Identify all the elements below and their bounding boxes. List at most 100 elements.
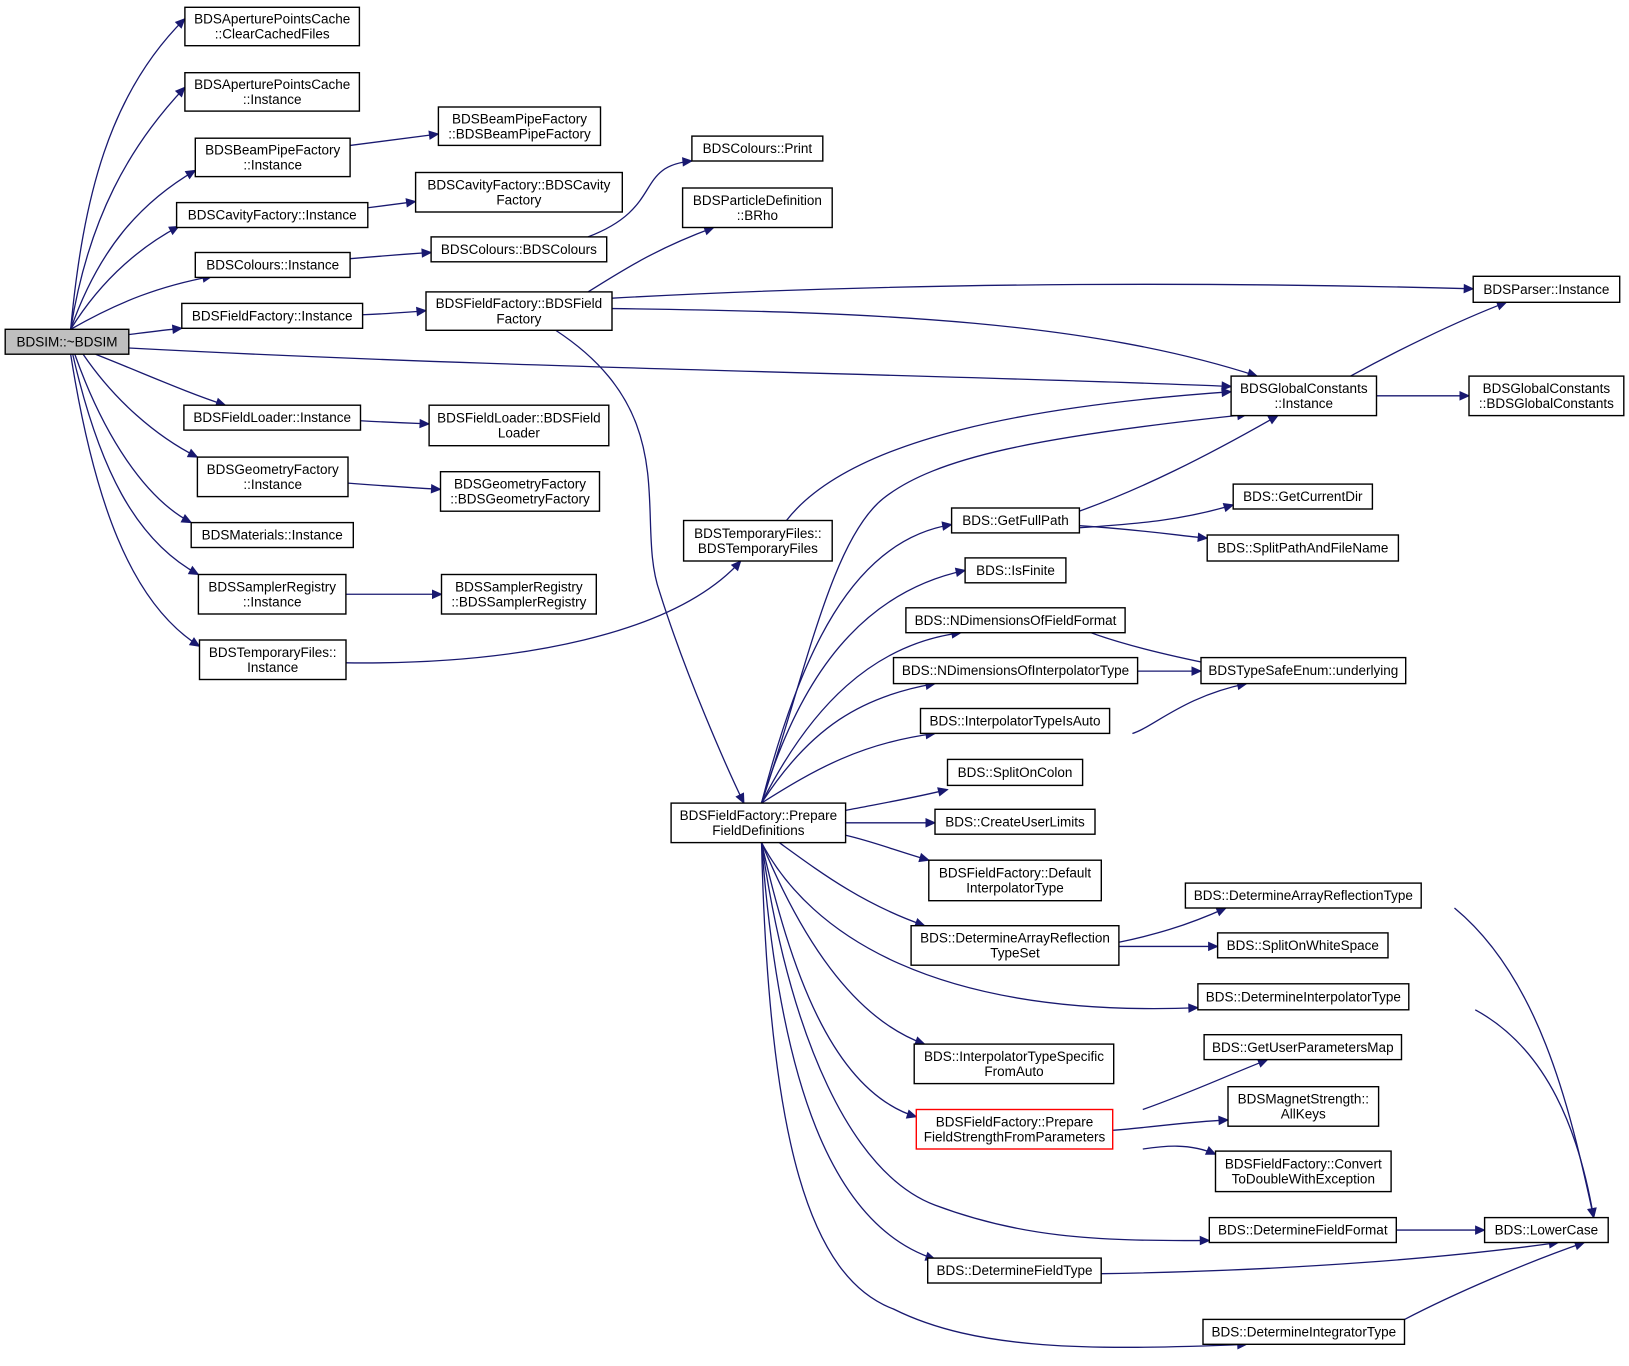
- node-usermap[interactable]: BDS::GetUserParametersMap: [1203, 1033, 1403, 1061]
- node-splitcolon[interactable]: BDS::SplitOnColon: [946, 758, 1084, 787]
- node-box: [198, 639, 347, 681]
- node-label: BDSAperturePointsCache: [194, 12, 350, 27]
- node-detinterp[interactable]: BDS::DetermineInterpolatorType: [1197, 983, 1410, 1011]
- call-edge: [1143, 1060, 1268, 1110]
- node-box: [1214, 1150, 1392, 1193]
- node-isfinite[interactable]: BDS::IsFinite: [964, 557, 1067, 584]
- call-edge: [350, 252, 431, 258]
- call-edge: [1091, 633, 1216, 665]
- node-box: [928, 859, 1102, 902]
- node-box: [1483, 1216, 1609, 1244]
- node-interpauto[interactable]: BDS::InterpolatorTypeIsAuto: [919, 707, 1111, 735]
- node-getfullpath[interactable]: BDS::GetFullPath: [950, 507, 1081, 534]
- node-bpf-ctor[interactable]: BDSBeamPipeFactory::BDSBeamPipeFactory: [437, 106, 602, 147]
- edge-arrowhead: [1218, 1115, 1230, 1126]
- node-box: [681, 187, 833, 229]
- call-edge: [588, 228, 714, 292]
- node-ff-inst[interactable]: BDSFieldFactory::Instance: [181, 302, 364, 329]
- node-parser-inst[interactable]: BDSParser::Instance: [1472, 275, 1621, 303]
- node-label: BDSBeamPipeFactory: [452, 111, 587, 126]
- node-col-print[interactable]: BDSColours::Print: [691, 135, 824, 162]
- node-detintegrator[interactable]: BDS::DetermineIntegratorType: [1202, 1318, 1406, 1346]
- node-gf-inst[interactable]: BDSGeometryFactory::Instance: [196, 456, 349, 498]
- node-box: [1468, 375, 1625, 417]
- node-underlying[interactable]: BDSTypeSafeEnum::underlying: [1200, 656, 1407, 685]
- node-convdouble[interactable]: BDSFieldFactory::ConvertToDoubleWithExce…: [1214, 1150, 1392, 1193]
- node-magkeys[interactable]: BDSMagnetStrength::AllKeys: [1227, 1085, 1380, 1127]
- node-lowercase[interactable]: BDS::LowerCase: [1483, 1216, 1609, 1244]
- call-edge: [762, 843, 1198, 1009]
- node-label: BDSParticleDefinition: [693, 193, 822, 208]
- node-label: BDSTemporaryFiles::: [209, 645, 337, 660]
- node-box: [440, 573, 598, 615]
- node-prepstrength[interactable]: BDSFieldFactory::PrepareFieldStrengthFro…: [915, 1108, 1114, 1150]
- node-getcurrentdir[interactable]: BDS::GetCurrentDir: [1232, 483, 1374, 510]
- node-cav-ctor[interactable]: BDSCavityFactory::BDSCavityFactory: [414, 171, 624, 213]
- edge-arrowhead: [905, 1109, 918, 1119]
- node-apCache-inst[interactable]: BDSAperturePointsCache::Instance: [184, 71, 361, 112]
- node-label: BDS::SplitPathAndFileName: [1217, 541, 1388, 556]
- node-sr-ctor[interactable]: BDSSamplerRegistry::BDSSamplerRegistry: [440, 573, 598, 615]
- node-splitpath[interactable]: BDS::SplitPathAndFileName: [1206, 534, 1400, 562]
- node-label: ::BRho: [737, 208, 778, 223]
- node-box: [946, 758, 1084, 787]
- node-ndimfield[interactable]: BDS::NDimensionsOfFieldFormat: [905, 607, 1126, 634]
- node-ff-ctor[interactable]: BDSFieldFactory::BDSFieldFactory: [425, 291, 613, 331]
- node-cav-inst[interactable]: BDSCavityFactory::Instance: [175, 201, 369, 229]
- node-box: [197, 573, 347, 615]
- call-edge: [71, 87, 185, 329]
- node-detfieldformat[interactable]: BDS::DetermineFieldFormat: [1208, 1216, 1398, 1244]
- node-label: BDS::DetermineFieldType: [936, 1263, 1092, 1278]
- node-box: [181, 302, 364, 329]
- call-edge: [762, 733, 935, 803]
- node-mat-inst[interactable]: BDSMaterials::Instance: [190, 521, 355, 549]
- edge-arrowhead: [419, 418, 431, 429]
- node-gc-ctor[interactable]: BDSGlobalConstants::BDSGlobalConstants: [1468, 375, 1625, 417]
- node-arrreftype[interactable]: BDS::DetermineArrayReflectionType: [1184, 882, 1422, 909]
- node-box: [1232, 483, 1374, 510]
- node-box: [196, 456, 349, 498]
- node-label: BDSTemporaryFiles: [698, 541, 818, 556]
- node-box: [183, 404, 362, 431]
- node-detfieldtype[interactable]: BDS::DetermineFieldType: [927, 1257, 1102, 1284]
- node-box: [1197, 983, 1410, 1011]
- edge-arrowhead: [174, 17, 186, 29]
- node-tf-inst[interactable]: BDSTemporaryFiles::Instance: [198, 639, 347, 681]
- node-box: [184, 71, 361, 112]
- node-ndiminterp[interactable]: BDS::NDimensionsOfInterpolatorType: [892, 656, 1139, 685]
- node-apCache-clear[interactable]: BDSAperturePointsCache::ClearCachedFiles: [184, 6, 361, 47]
- call-edge: [556, 330, 744, 803]
- call-edge: [762, 843, 935, 1260]
- node-col-ctor[interactable]: BDSColours::BDSColours: [430, 236, 608, 263]
- call-edge: [762, 843, 917, 1117]
- node-col-inst[interactable]: BDSColours::Instance: [194, 251, 351, 279]
- node-box: [194, 137, 351, 178]
- node-sr-inst[interactable]: BDSSamplerRegistry::Instance: [197, 573, 347, 615]
- node-label: BDSGlobalConstants: [1240, 381, 1368, 396]
- node-fl-ctor[interactable]: BDSFieldLoader::BDSFieldLoader: [428, 404, 610, 447]
- call-edge: [762, 633, 961, 803]
- node-userlimits[interactable]: BDS::CreateUserLimits: [934, 808, 1096, 835]
- node-label: ToDoubleWithException: [1232, 1171, 1375, 1186]
- node-label: BDS::SplitOnWhiteSpace: [1227, 938, 1379, 953]
- call-edge: [1119, 908, 1226, 942]
- node-gc-inst[interactable]: BDSGlobalConstants::Instance: [1230, 375, 1378, 417]
- node-fl-inst[interactable]: BDSFieldLoader::Instance: [183, 404, 362, 431]
- node-pd-brho[interactable]: BDSParticleDefinition::BRho: [681, 187, 833, 229]
- node-bpf-inst[interactable]: BDSBeamPipeFactory::Instance: [194, 137, 351, 178]
- call-edge: [71, 354, 200, 646]
- node-tf-ctor[interactable]: BDSTemporaryFiles::BDSTemporaryFiles: [682, 519, 833, 562]
- node-label: FieldStrengthFromParameters: [924, 1129, 1106, 1144]
- node-label: ::BDSBeamPipeFactory: [448, 126, 591, 141]
- node-label: BDSCavityFactory::Instance: [188, 208, 357, 223]
- node-box: [682, 519, 833, 562]
- node-root[interactable]: BDSIM::~BDSIM: [4, 328, 130, 355]
- node-splitws[interactable]: BDS::SplitOnWhiteSpace: [1216, 932, 1389, 959]
- node-gf-ctor[interactable]: BDSGeometryFactory::BDSGeometryFactory: [439, 471, 601, 512]
- node-label: BDS::GetFullPath: [962, 513, 1069, 528]
